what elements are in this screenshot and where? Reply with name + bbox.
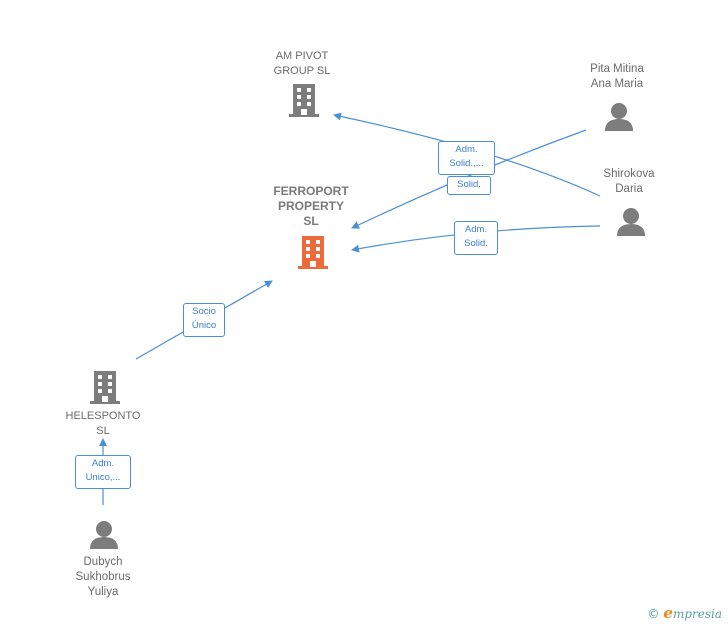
edge-label-adm-solid-multi[interactable]: Adm. Solid.,...	[438, 141, 495, 175]
node-label-ferroport[interactable]: FERROPORT PROPERTY SL	[273, 184, 349, 228]
node-label-pita[interactable]: Pita Mitina Ana Maria	[590, 63, 644, 90]
edge-label-socio-unico[interactable]: Socio Único	[183, 303, 225, 337]
edge-label-adm-unico[interactable]: Adm. Unico,...	[75, 455, 131, 489]
brand-initial: e	[663, 604, 673, 622]
person-icon	[617, 208, 645, 236]
person-icon	[605, 103, 633, 131]
node-label-helesponto[interactable]: HELESPONTO SL	[65, 410, 141, 437]
copyright-icon: ©	[647, 607, 660, 621]
node-label-shirokova[interactable]: Shirokova Daria	[603, 168, 655, 195]
node-label-dubych[interactable]: Dubych Sukhobrus Yuliya	[75, 556, 131, 598]
edge-pita-to-ferroport	[351, 129, 587, 229]
building-icon	[298, 236, 328, 269]
building-icon	[90, 371, 120, 404]
empresia-watermark: ©empresia	[647, 604, 722, 622]
edge-label-solid[interactable]: Solid.	[447, 176, 491, 195]
building-icon	[289, 84, 319, 117]
person-icon	[90, 521, 118, 549]
brand-name: mpresia	[672, 607, 722, 621]
node-label-am-pivot[interactable]: AM PIVOT GROUP SL	[273, 50, 331, 77]
edge-label-adm-solid[interactable]: Adm. Solid.	[454, 221, 498, 255]
